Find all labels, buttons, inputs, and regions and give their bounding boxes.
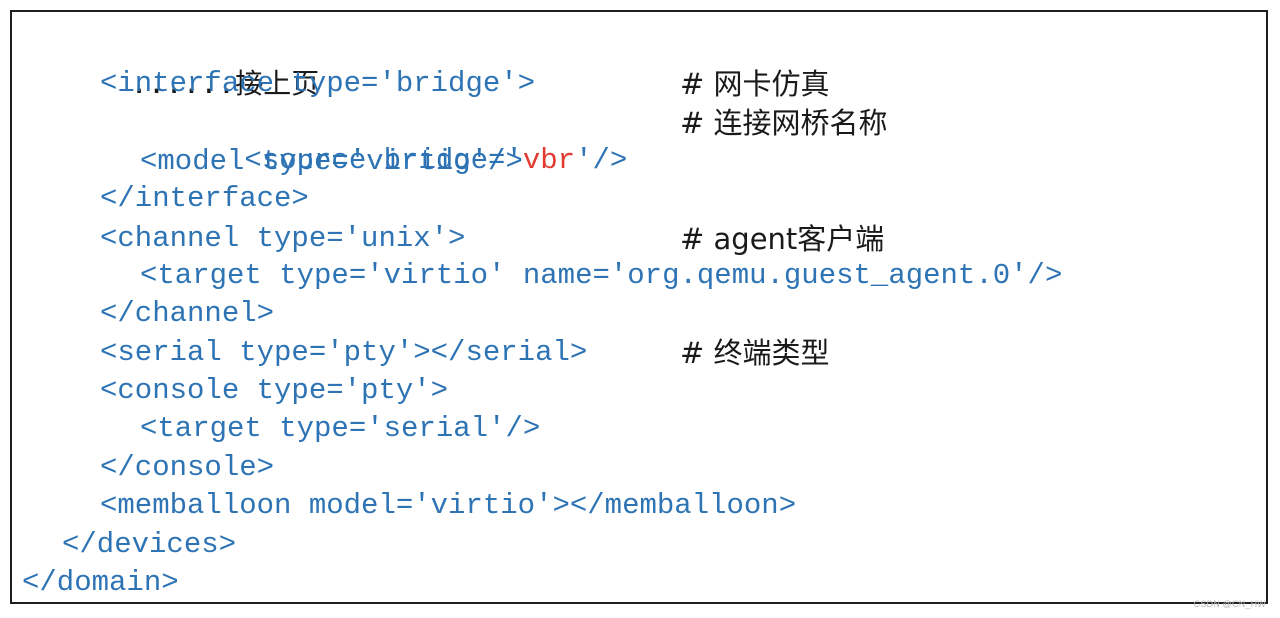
ellipsis-dots: ...... [130, 66, 236, 100]
code-block: ......接上页 <interface type='bridge'> # 网卡… [10, 10, 1268, 604]
code-line-interface-open: <interface type='bridge'> [100, 67, 536, 100]
bridge-name-highlight: vbr [522, 144, 576, 177]
continued-label: 接上页 [235, 67, 320, 100]
code-line-console-open: <console type='pty'> [100, 374, 449, 407]
code-line-source-bridge: <source bridge='vbr'/> [140, 104, 627, 177]
comment-agent-client: # agent客户端 [680, 222, 885, 256]
code-line-target-agent: <target type='virtio' name='org.qemu.gue… [140, 259, 1063, 292]
code-line-devices-close: </devices> [62, 528, 237, 561]
comment-bridge-name: # 连接网桥名称 [680, 106, 888, 140]
source-suffix: '/> [575, 144, 628, 177]
comment-nic-emulation: # 网卡仿真 [680, 67, 830, 101]
source-prefix: <source bridge=' [244, 144, 523, 177]
code-line-domain-close: </domain> [22, 566, 179, 599]
code-line-serial: <serial type='pty'></serial> [100, 336, 588, 369]
watermark: CSDN @CN_HW [1193, 599, 1266, 609]
code-line-memballoon: <memballoon model='virtio'></memballoon> [100, 489, 797, 522]
continued-header: ......接上页 [26, 26, 319, 100]
code-line-model: <model type='virtio'/> [140, 145, 523, 178]
code-line-interface-close: </interface> [100, 182, 309, 215]
code-line-channel-open: <channel type='unix'> [100, 222, 466, 255]
code-line-channel-close: </channel> [100, 297, 275, 330]
code-line-console-close: </console> [100, 451, 275, 484]
comment-terminal-type: # 终端类型 [680, 336, 830, 370]
code-line-target-serial: <target type='serial'/> [140, 412, 541, 445]
code-lines: ......接上页 <interface type='bridge'> # 网卡… [12, 12, 1266, 602]
